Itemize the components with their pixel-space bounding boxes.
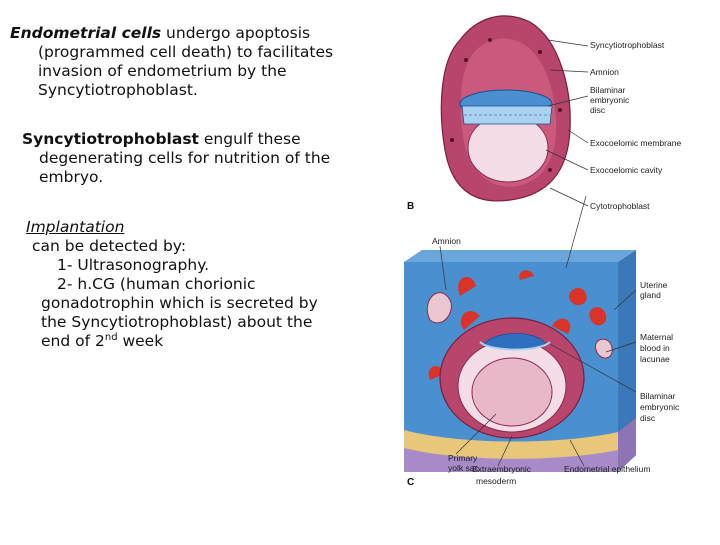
paragraph-apoptosis: Endometrial cells undergo apoptosis (pro… bbox=[10, 24, 333, 100]
hcg-line2: gonadotrophin which is secreted by bbox=[41, 294, 318, 312]
term-syncytiotrophoblast: Syncytiotrophoblast bbox=[22, 130, 199, 148]
figure-b-blastocyst bbox=[440, 15, 571, 202]
figure-c-leaders bbox=[439, 195, 637, 467]
para1-line2: (programmed cell death) to facilitates bbox=[38, 43, 334, 61]
heading-implantation: Implantation bbox=[26, 218, 125, 236]
para3-line1: can be detected by: bbox=[32, 237, 187, 255]
label-maternal-2: blood in bbox=[640, 343, 670, 353]
label-uterine-2: gland bbox=[640, 290, 661, 300]
hcg-line4: end of 2nd week bbox=[26, 332, 318, 351]
hcg-line4-post: week bbox=[117, 332, 164, 350]
label-endometrial-epithelium: Endometrial epithelium bbox=[564, 464, 650, 474]
para2-line1: engulf these bbox=[198, 130, 301, 148]
para2-line3: embryo. bbox=[39, 168, 104, 186]
implantation-figure: Syncytiotrophoblast Amnion Bilaminar emb… bbox=[400, 0, 720, 540]
figure-svg: Syncytiotrophoblast Amnion Bilaminar emb… bbox=[404, 15, 681, 488]
label-amnion-b: Amnion bbox=[590, 67, 619, 77]
list-item-ultrasonography: 1- Ultrasonography. bbox=[57, 256, 210, 274]
figure-c-embryo bbox=[439, 311, 585, 439]
label-extraembryonic-1: Extraembryonic bbox=[472, 464, 532, 474]
para1-line1: undergo apoptosis bbox=[161, 24, 311, 42]
paragraph-implantation: Implantation can be detected by: 1- Ultr… bbox=[26, 218, 318, 351]
label-extraembryonic-2: mesoderm bbox=[476, 476, 516, 486]
para1-line3: invasion of endometrium by the bbox=[38, 62, 287, 80]
label-bilaminar-b3: disc bbox=[590, 105, 606, 115]
label-cytotrophoblast: Cytotrophoblast bbox=[590, 201, 650, 211]
label-primary-2: yolk sac bbox=[448, 463, 479, 473]
hcg-line4-pre: end of 2 bbox=[41, 332, 105, 350]
figure-c-labels: Amnion Uterine gland Maternal blood in l… bbox=[407, 236, 680, 488]
label-bilaminar-c2: embryonic bbox=[640, 402, 680, 412]
figure-b-labels: Syncytiotrophoblast Amnion Bilaminar emb… bbox=[407, 40, 681, 212]
hcg-line3: the Syncytiotrophoblast) about the bbox=[41, 313, 313, 331]
label-syncytiotrophoblast: Syncytiotrophoblast bbox=[590, 40, 665, 50]
para1-line4: Syncytiotrophoblast. bbox=[38, 81, 198, 99]
label-amnion-c: Amnion bbox=[432, 236, 461, 246]
label-bilaminar-b2: embryonic bbox=[590, 95, 630, 105]
para2-line2: degenerating cells for nutrition of the bbox=[39, 149, 331, 167]
label-bilaminar-b1: Bilaminar bbox=[590, 85, 626, 95]
label-bilaminar-c1: Bilaminar bbox=[640, 391, 676, 401]
label-maternal-1: Maternal bbox=[640, 332, 673, 342]
paragraph-engulf: Syncytiotrophoblast engulf these degener… bbox=[22, 130, 330, 187]
label-primary-1: Primary bbox=[448, 453, 478, 463]
label-exocoelomic-membrane: Exocoelomic membrane bbox=[590, 138, 681, 148]
superscript-nd: nd bbox=[104, 331, 118, 343]
label-maternal-3: lacunae bbox=[640, 354, 670, 364]
figure-letter-b: B bbox=[407, 201, 414, 212]
label-exocoelomic-cavity: Exocoelomic cavity bbox=[590, 165, 663, 175]
label-uterine-1: Uterine bbox=[640, 280, 668, 290]
figure-letter-c: C bbox=[407, 477, 414, 488]
term-endometrial-cells: Endometrial cells bbox=[10, 24, 162, 42]
figure-b-leaders bbox=[545, 39, 589, 207]
list-item-hcg: 2- h.CG (human chorionic bbox=[57, 275, 256, 293]
label-bilaminar-c3: disc bbox=[640, 413, 656, 423]
